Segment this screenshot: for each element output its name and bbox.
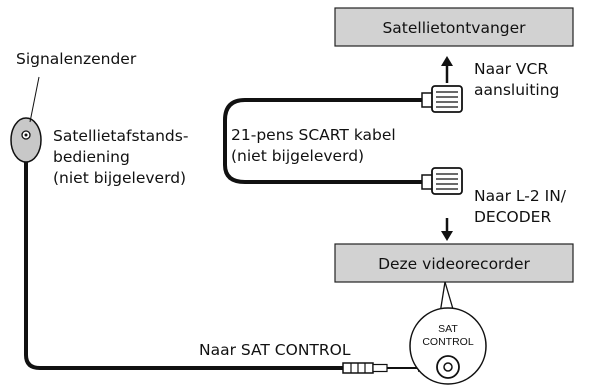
scart-cable [223, 98, 430, 184]
scart-plug-lower-icon [421, 167, 463, 195]
satellite-receiver-label: Satellietontvanger [382, 19, 526, 37]
remote-label-line3: (niet bijgeleverd) [53, 169, 186, 187]
control-label: CONTROL [422, 336, 473, 348]
to-l2-label-line2: DECODER [474, 208, 551, 226]
remote-label-line1: Satellietafstands- [53, 127, 188, 145]
vcr-box: Deze videorecorder [334, 243, 574, 283]
to-sat-control-label: Naar SAT CONTROL [199, 341, 351, 359]
satellite-receiver-box: Satellietontvanger [334, 7, 574, 47]
vcr-label: Deze videorecorder [378, 255, 530, 273]
scart-cable-label-line2: (niet bijgeleverd) [231, 147, 364, 165]
sat-control-jack-icon [436, 355, 460, 379]
to-vcr-label-line1: Naar VCR [474, 60, 548, 78]
signal-sender-pointer [29, 76, 40, 123]
remote-label-line2: bediening [53, 148, 130, 166]
scart-plug-upper-icon [421, 85, 463, 113]
control-cable [24, 162, 343, 370]
to-vcr-label-line2: aansluiting [474, 81, 559, 99]
signal-sender-label: Signalenzender [16, 50, 137, 68]
scart-cable-label-line1: 21-pens SCART kabel [231, 126, 396, 144]
sat-label: SAT [438, 323, 458, 335]
to-l2-label-line1: Naar L-2 IN/ [474, 187, 567, 205]
signal-sender-icon [10, 117, 42, 163]
arrow-up-icon [441, 56, 453, 83]
arrow-down-icon [441, 218, 453, 241]
sat-control-callout: SAT CONTROL [409, 281, 487, 385]
